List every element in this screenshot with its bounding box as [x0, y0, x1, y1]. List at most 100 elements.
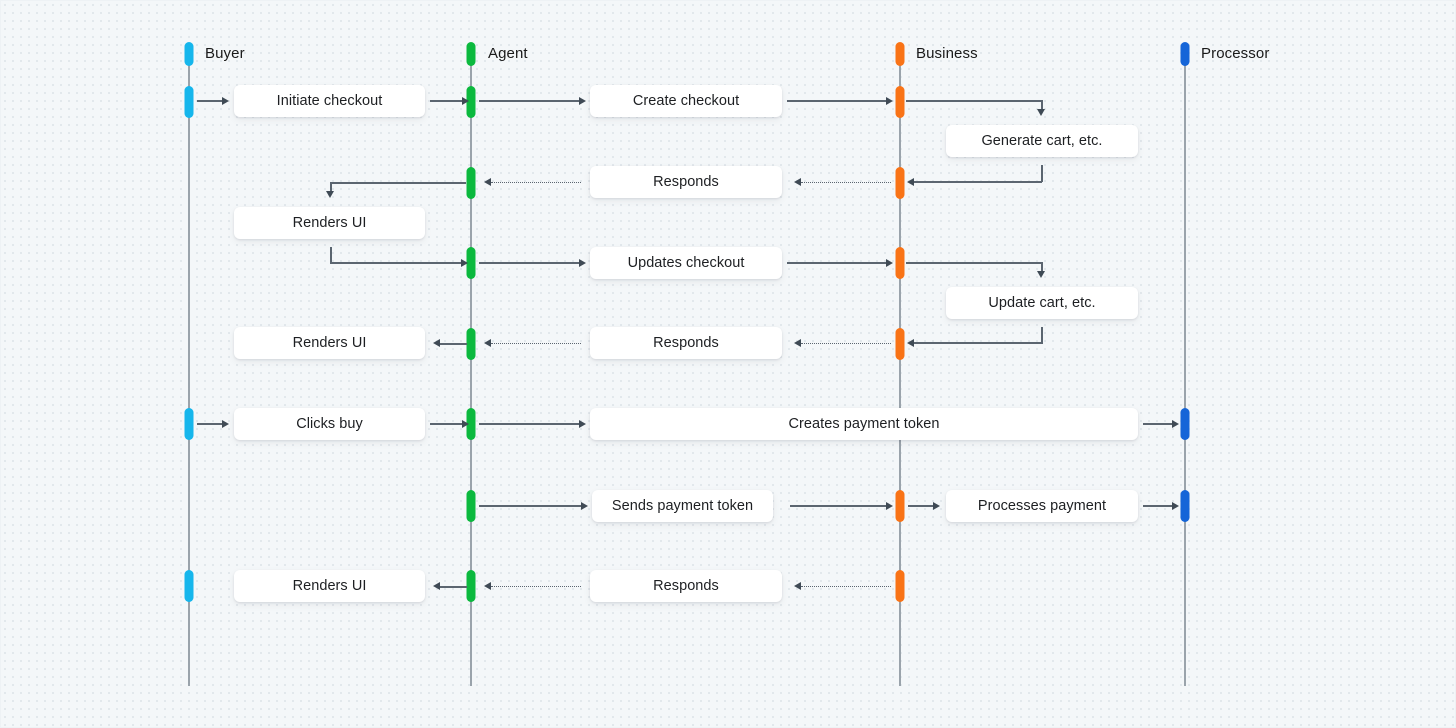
arrow-head-business-self-1-return	[907, 177, 914, 186]
arrow-head-box-to-processor-processes	[1172, 501, 1179, 510]
arrow-head-business-self-2	[1037, 271, 1046, 278]
activation-business-3	[895, 247, 905, 279]
arrow-business-to-box-responds-3	[801, 586, 891, 587]
activation-agent-5	[466, 408, 476, 440]
arrow-business-self-2-return-down	[1041, 327, 1043, 344]
arrow-head-agent-to-box-renders-2	[433, 339, 440, 347]
arrow-head-box-to-business-1	[886, 96, 893, 105]
arrow-business-self-2-down	[1041, 262, 1043, 274]
activation-agent-1	[466, 86, 476, 118]
activation-buyer-1	[184, 86, 194, 118]
arrow-agent-to-box-renders-3	[439, 586, 467, 588]
lifeline-business	[899, 43, 901, 686]
activation-agent-6	[466, 490, 476, 522]
activation-business-6	[895, 570, 905, 602]
arrow-head-buyer-to-agent-1	[222, 96, 229, 105]
activation-agent-7	[466, 570, 476, 602]
activation-agent-2	[466, 167, 476, 199]
activation-agent-3	[466, 247, 476, 279]
arrow-business-self-2-bottom	[914, 342, 1042, 344]
arrow-head-agent-to-box-updates	[579, 258, 586, 267]
actor-label-buyer: Buyer	[205, 45, 245, 62]
arrow-head-box-to-agent-1	[462, 96, 469, 105]
arrow-business-self-1-down	[1041, 100, 1043, 112]
arrow-agent-self-1-down	[330, 182, 332, 194]
message-box-responds-2: Responds	[590, 327, 782, 359]
arrow-head-business-to-box-responds-2	[794, 339, 801, 347]
arrow-head-business-to-box-processes	[933, 501, 940, 510]
arrow-buyer-to-agent-1	[197, 100, 225, 102]
arrow-business-to-box-responds-1	[801, 182, 891, 183]
arrow-box-to-processor-payment-token	[1143, 423, 1175, 425]
actor-label-agent: Agent	[488, 45, 528, 62]
arrow-business-self-1-return-down	[1041, 165, 1043, 182]
arrow-head-box-to-agent-clicks-buy	[462, 419, 469, 428]
activation-processor-1	[1180, 408, 1190, 440]
arrow-box-to-business-updates	[787, 262, 890, 264]
activation-buyer-2	[184, 408, 194, 440]
activation-business-1	[895, 86, 905, 118]
arrow-head-buyer-to-box-clicks-buy	[222, 419, 229, 428]
arrow-box-to-agent-1	[430, 100, 467, 102]
message-box-responds-1: Responds	[590, 166, 782, 198]
activation-agent-4	[466, 328, 476, 360]
arrow-box-to-agent-clicks-buy	[430, 423, 467, 425]
arrow-business-to-box-processes	[908, 505, 936, 507]
arrow-business-self-2-top	[906, 262, 1043, 264]
message-box-creates-payment-token: Creates payment token	[590, 408, 1138, 440]
arrow-box-to-business-sends-token	[790, 505, 890, 507]
arrow-head-business-to-box-responds-1	[794, 178, 801, 186]
arrow-agent-to-box-sends-token	[479, 505, 585, 507]
arrow-business-to-box-responds-2	[801, 343, 891, 344]
arrow-head-business-self-2-return	[907, 338, 914, 347]
message-box-sends-payment-token: Sends payment token	[592, 490, 773, 522]
message-box-updates-checkout: Updates checkout	[590, 247, 782, 279]
arrow-head-box-to-business-updates	[886, 258, 893, 267]
message-box-create-checkout: Create checkout	[590, 85, 782, 117]
arrow-box-to-agent-responds-2	[491, 343, 581, 344]
lifeline-agent	[470, 43, 472, 686]
actor-marker-buyer	[184, 42, 194, 66]
arrow-head-business-self-1	[1037, 109, 1046, 116]
arrow-business-self-1-bottom	[914, 181, 1042, 183]
lifeline-processor	[1184, 43, 1186, 686]
arrow-head-agent-to-box-payment-token	[579, 419, 586, 428]
message-box-update-cart: Update cart, etc.	[946, 287, 1138, 319]
arrow-agent-self-1-return-down	[330, 247, 332, 264]
arrow-box-to-agent-responds-1	[491, 182, 581, 183]
arrow-head-agent-to-box-sends-token	[581, 501, 588, 510]
arrow-head-box-to-processor-payment-token	[1172, 419, 1179, 428]
activation-business-5	[895, 490, 905, 522]
activation-processor-2	[1180, 490, 1190, 522]
arrow-agent-self-1-top	[331, 182, 466, 184]
actor-marker-processor	[1180, 42, 1190, 66]
activation-business-4	[895, 328, 905, 360]
arrow-agent-self-1-bottom	[330, 262, 463, 264]
arrow-head-agent-self-1-return	[461, 258, 468, 267]
lifeline-buyer	[188, 43, 190, 686]
activation-business-2	[895, 167, 905, 199]
arrow-head-box-to-agent-responds-1	[484, 178, 491, 186]
message-box-renders-ui-3: Renders UI	[234, 570, 425, 602]
actor-label-processor: Processor	[1201, 45, 1270, 62]
arrow-box-to-agent-responds-3	[491, 586, 581, 587]
actor-label-business: Business	[916, 45, 978, 62]
arrow-head-agent-self-1	[326, 191, 335, 198]
actor-marker-agent	[466, 42, 476, 66]
activation-buyer-3	[184, 570, 194, 602]
arrow-box-to-processor-processes	[1143, 505, 1175, 507]
arrow-agent-to-box-updates	[479, 262, 583, 264]
arrow-agent-to-box-payment-token	[479, 423, 583, 425]
arrow-agent-to-box-renders-2	[439, 343, 467, 345]
message-box-responds-3: Responds	[590, 570, 782, 602]
message-box-renders-ui-1: Renders UI	[234, 207, 425, 239]
arrow-head-box-to-business-sends-token	[886, 501, 893, 510]
arrow-head-box-to-agent-responds-3	[484, 582, 491, 590]
actor-marker-business	[895, 42, 905, 66]
arrow-head-business-to-box-responds-3	[794, 582, 801, 590]
arrow-business-self-1-top	[906, 100, 1043, 102]
arrow-head-box-to-agent-responds-2	[484, 339, 491, 347]
message-box-renders-ui-2: Renders UI	[234, 327, 425, 359]
message-box-initiate-checkout: Initiate checkout	[234, 85, 425, 117]
